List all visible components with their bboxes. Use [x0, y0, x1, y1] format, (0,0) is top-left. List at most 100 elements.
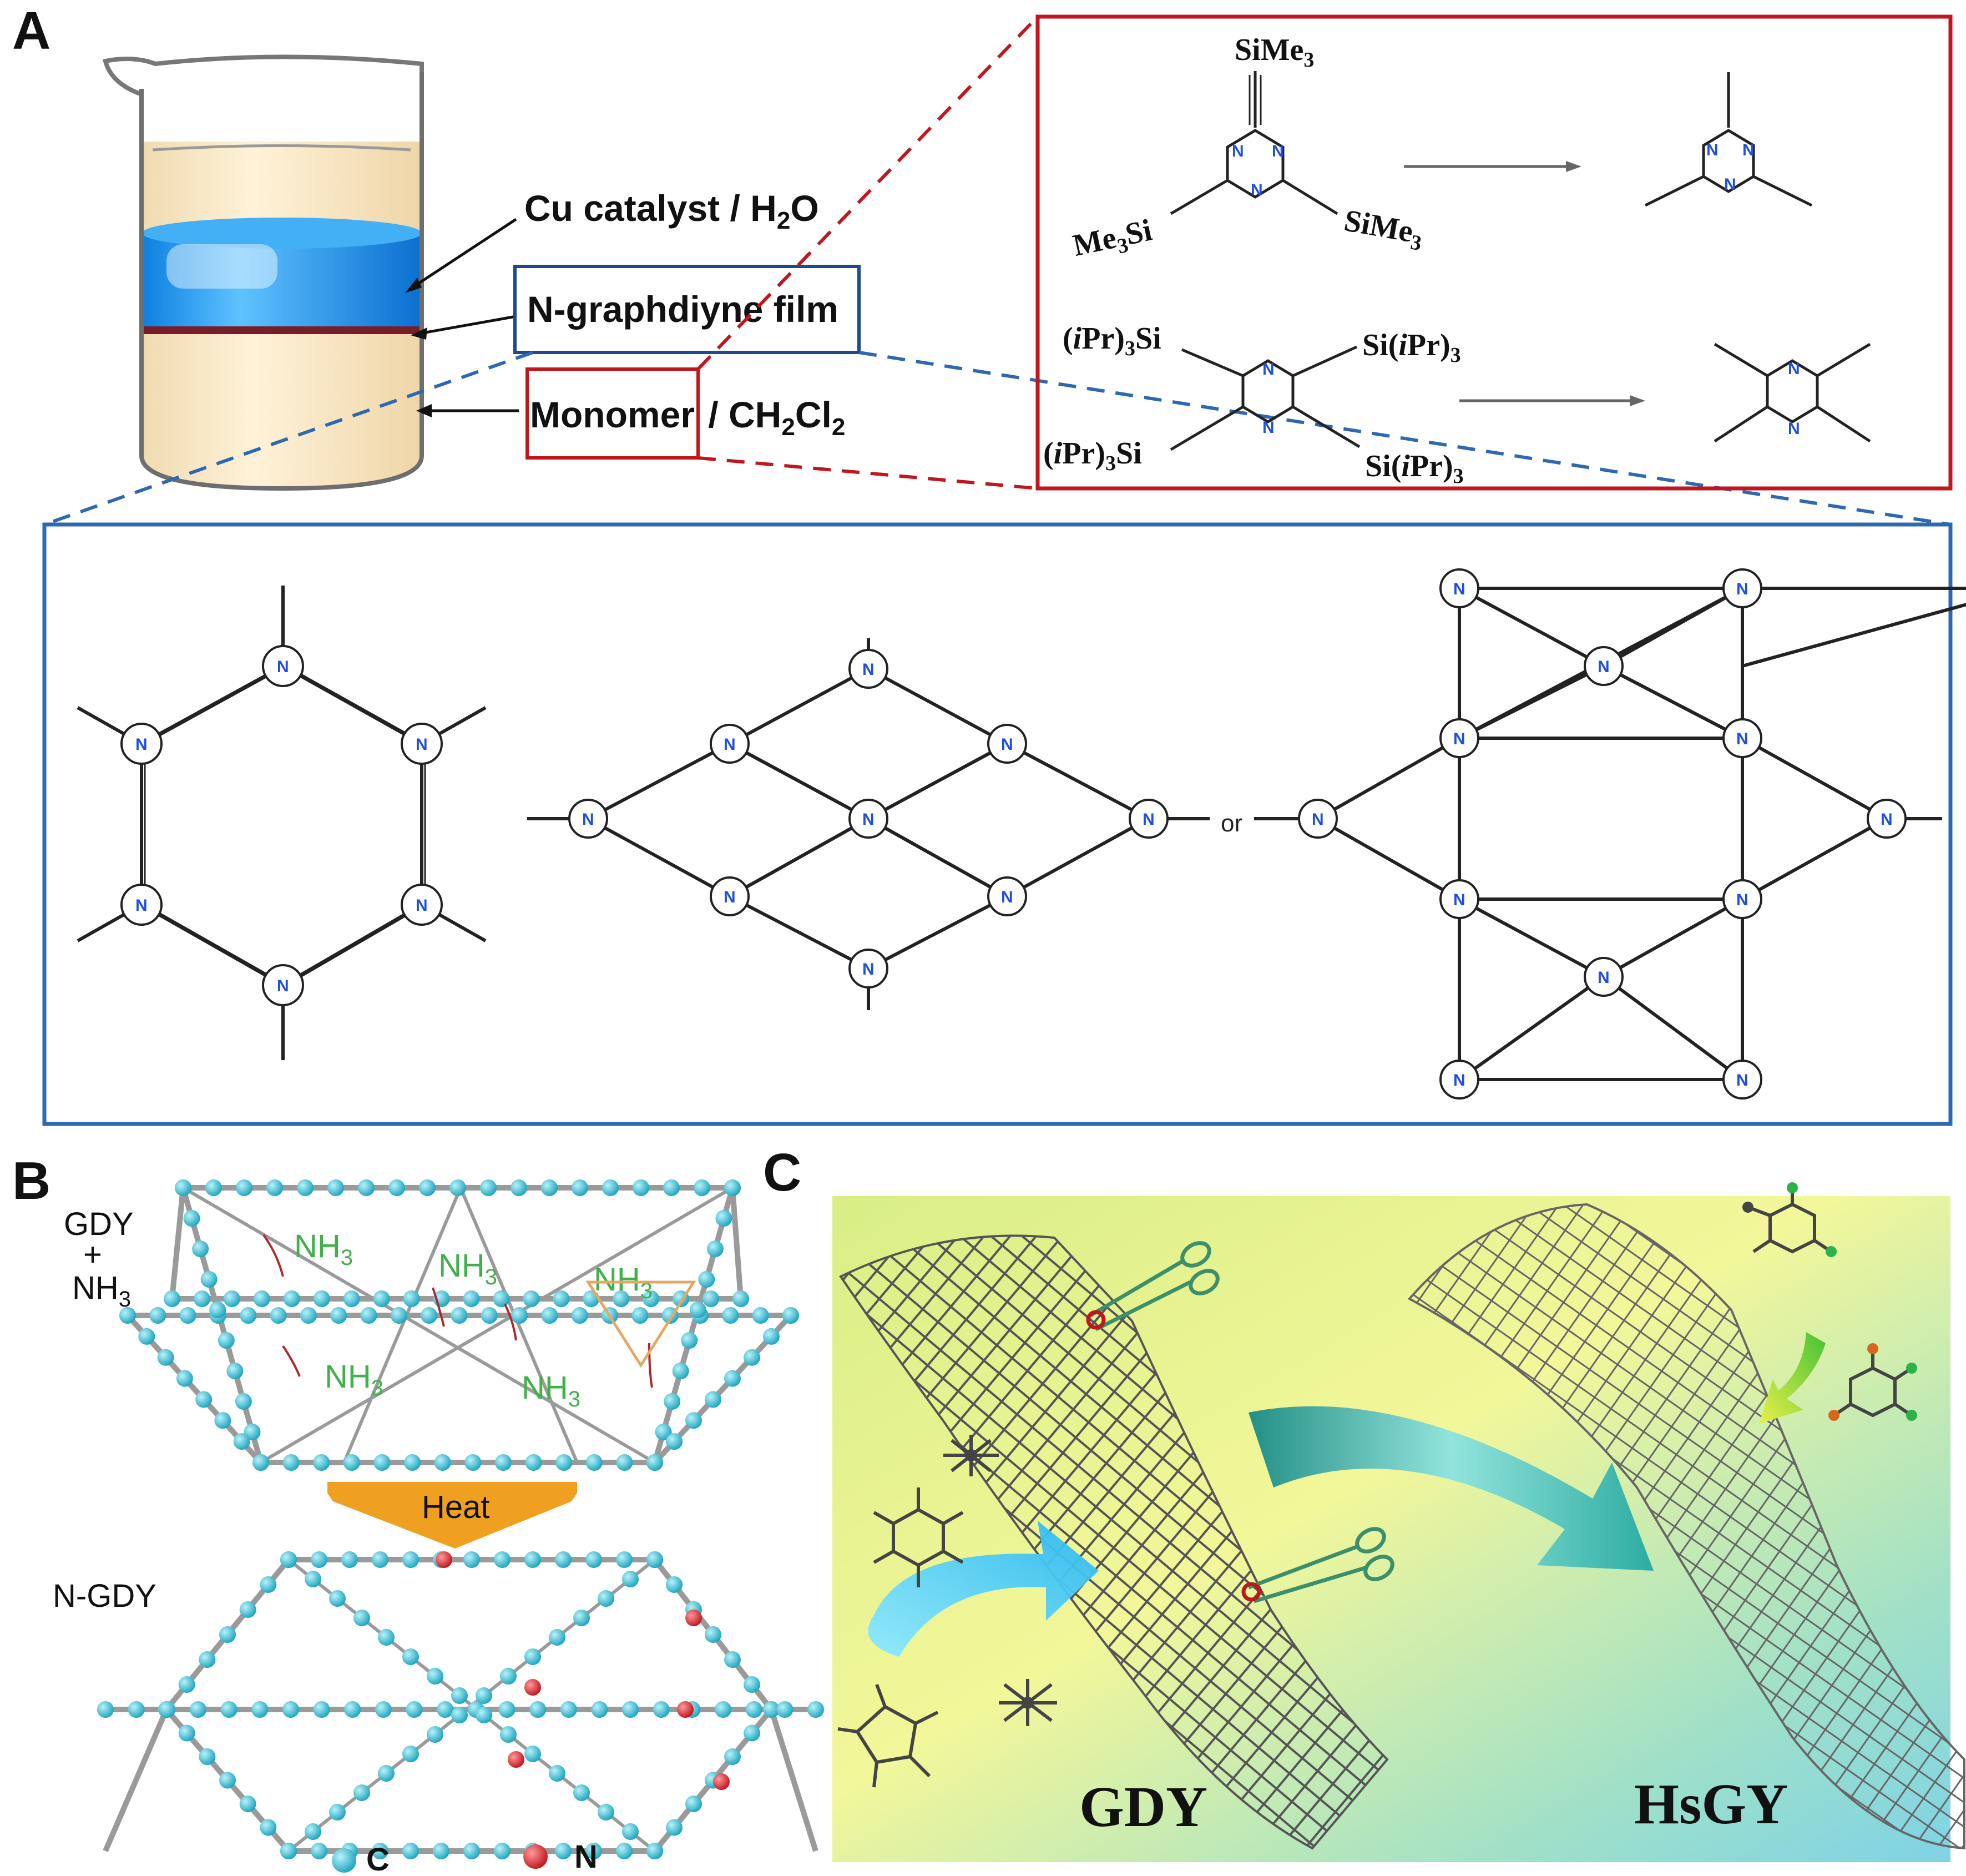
atom-n: N: [1736, 891, 1748, 909]
carbon-atom: [591, 1701, 608, 1718]
molecule-icon: [1828, 1343, 1917, 1421]
carbon-atom: [226, 1363, 244, 1379]
carbon-atom: [549, 1629, 565, 1646]
carbon-atom: [283, 1290, 300, 1307]
carbon-atom: [763, 1701, 780, 1718]
carbon-atom: [715, 1701, 732, 1718]
carbon-atom: [138, 1328, 155, 1345]
atom-n: N: [1706, 141, 1719, 159]
carbon-atom: [360, 1307, 377, 1324]
nh3-label: NH3: [294, 1228, 353, 1270]
carbon-atom: [239, 1796, 256, 1812]
carbon-atom: [646, 1843, 663, 1859]
carbon-atom: [555, 1843, 572, 1859]
carbon-atom: [179, 1307, 196, 1324]
carbon-atom: [253, 1290, 270, 1307]
cyan-curved-arrow: [868, 1521, 1099, 1657]
atom-legend: C N: [332, 1839, 598, 1876]
organic-phase: [141, 330, 422, 458]
carbon-atom: [378, 1765, 395, 1782]
carbon-atom: [476, 1687, 492, 1704]
carbon-atom: [305, 1571, 321, 1587]
green-arrow: [1759, 1332, 1826, 1424]
pyrazine-nodes: N N N N N N N N N: [568, 649, 1169, 989]
carbon-atom: [598, 1804, 614, 1820]
hsgy-sheet: [1407, 1203, 1965, 1850]
carbon-atom: [251, 1701, 269, 1718]
carbon-atom: [525, 1454, 542, 1471]
atom-n: N: [1724, 175, 1736, 194]
atom-n: N: [1453, 1071, 1465, 1090]
carbon-atom: [402, 1648, 419, 1665]
carbon-atom: [744, 1724, 760, 1742]
atom-n: N: [862, 960, 875, 979]
carbon-atom: [266, 1179, 283, 1196]
gdy-atoms: [119, 1179, 799, 1471]
carbon-atom: [463, 1843, 480, 1859]
carbon-atom: [585, 1843, 602, 1859]
carbon-atom: [689, 1302, 706, 1318]
group-si-ipr3-top: Si(iPr)3: [1362, 328, 1461, 367]
molecule-icon: [943, 1435, 999, 1476]
atom-n: N: [1453, 580, 1465, 598]
carbon-atom: [353, 1784, 370, 1801]
carbon-atom: [437, 1701, 454, 1718]
carbon-atom: [311, 1843, 327, 1859]
carbon-atom: [236, 1179, 252, 1196]
carbon-atom: [189, 1701, 206, 1718]
atom-n: N: [1143, 810, 1155, 829]
triazine-nodes: N N N N N N: [120, 645, 443, 1006]
carbon-atom: [178, 1724, 195, 1742]
carbon-atom: [119, 1307, 136, 1324]
atom-n: N: [1001, 888, 1013, 906]
carbon-atom: [464, 1454, 482, 1471]
transformation-arrow: [1249, 1406, 1654, 1571]
atom-n: N: [1736, 1071, 1748, 1090]
carbon-atom: [724, 1179, 741, 1196]
carbon-atom: [715, 1210, 732, 1227]
heat-label: Heat: [422, 1489, 490, 1525]
carbon-atom: [149, 1307, 166, 1324]
carbon-atom: [666, 1576, 683, 1593]
carbon-atom: [402, 1551, 419, 1568]
carbon-atom: [585, 1454, 603, 1471]
carbon-atom: [702, 1290, 720, 1307]
carbon-atom: [205, 1179, 222, 1196]
carbon-atom: [598, 1590, 614, 1607]
carbon-atom: [388, 1179, 405, 1196]
carbon-atom: [663, 1179, 680, 1196]
carbon-atom: [390, 1307, 407, 1324]
carbon-atom: [372, 1551, 388, 1568]
nh3-label: NH3: [438, 1248, 497, 1289]
carbon-atom: [329, 1590, 346, 1607]
atom-n: N: [862, 810, 875, 829]
label-hsgy-sheet: HsGY: [1634, 1772, 1788, 1836]
atom-n: N: [1001, 735, 1013, 754]
carbon-atom: [192, 1240, 209, 1257]
carbon-atom: [329, 1804, 346, 1820]
carbon-atom: [421, 1307, 438, 1324]
ngdy-lattice: [103, 1557, 818, 1854]
carbon-atom: [297, 1179, 314, 1196]
carbon-atom: [300, 1307, 317, 1324]
atom-n: N: [416, 896, 428, 915]
carbon-atom: [239, 1601, 256, 1618]
nitrogen-atom: [713, 1773, 730, 1790]
group-ipr3si-top: (iPr)3Si: [1063, 321, 1161, 360]
panel-letter-a: A: [12, 1, 50, 60]
nitrogen-atom: [685, 1610, 702, 1626]
carbon-atom: [199, 1748, 216, 1765]
carbon-atom: [724, 1748, 741, 1765]
carbon-atom: [451, 1707, 468, 1723]
atom-n: N: [862, 660, 875, 679]
carbon-atom: [655, 1424, 672, 1440]
atom-n: N: [1736, 730, 1748, 748]
carbon-atom: [128, 1701, 145, 1718]
atom-n: N: [1598, 658, 1610, 676]
carbon-atom: [560, 1701, 577, 1718]
carbon-atom: [223, 1290, 240, 1307]
carbon-atom: [214, 1412, 231, 1429]
carbon-atom: [705, 1391, 721, 1408]
atom-n: N: [1232, 142, 1244, 160]
